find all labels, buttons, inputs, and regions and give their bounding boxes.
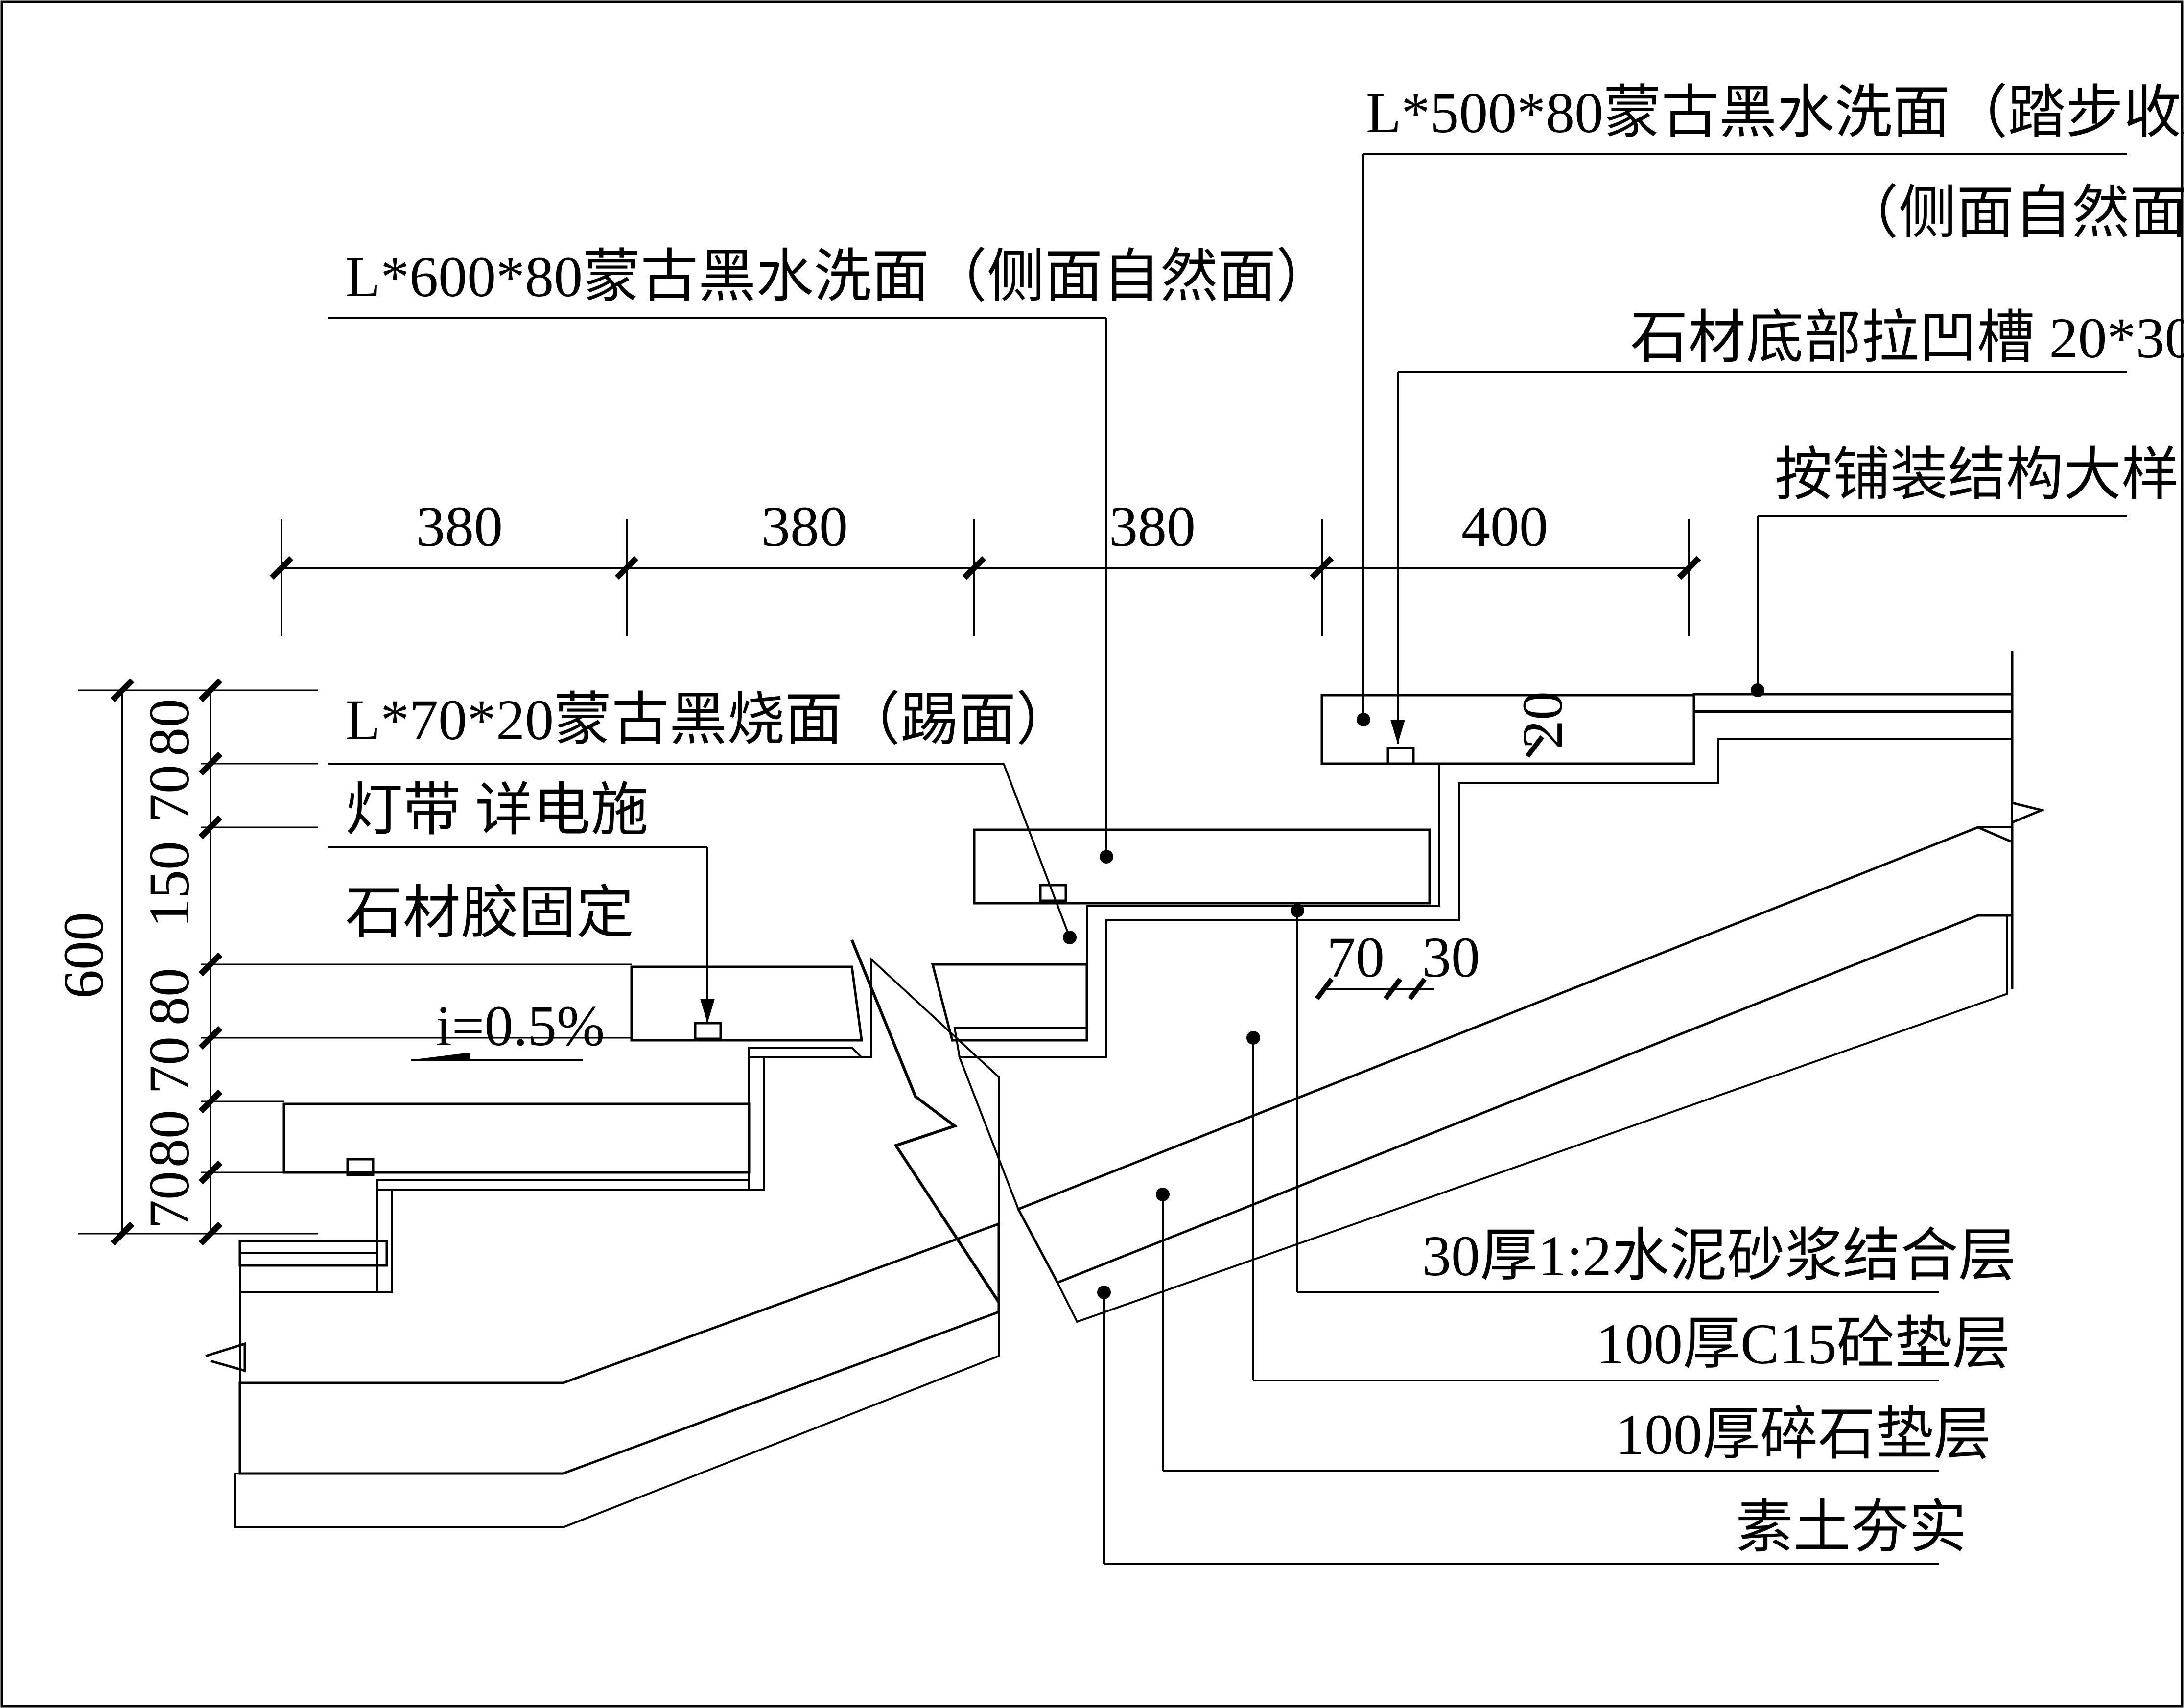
label-layer-mortar: 30厚1:2水泥砂浆结合层: [1422, 1224, 2016, 1288]
label-paving-ref: 按铺装结构大样: [1775, 443, 2179, 507]
dim-v-80b: 80: [137, 968, 201, 1026]
label-top-right-stone-side: （侧面自然面）: [1841, 181, 2184, 245]
leader-lines: [328, 153, 2127, 1565]
label-top-right-stone: L*500*80蒙古黑水洗面（踏步收边）: [1366, 81, 2184, 145]
dim-20-detail: 20: [1510, 691, 1574, 749]
dim-380-3: 380: [1109, 494, 1196, 559]
dim-600: 600: [51, 912, 116, 999]
dim-v-70c: 70: [137, 1171, 201, 1229]
label-layer-soil: 素土夯实: [1736, 1496, 1967, 1560]
dim-30-detail: 30: [1422, 925, 1480, 989]
label-layer-concrete: 100厚C15砼垫层: [1596, 1312, 2010, 1376]
label-slope: i=0.5%: [436, 994, 605, 1058]
label-layer-gravel: 100厚碎石垫层: [1616, 1403, 1991, 1467]
top-dimension-lines: [269, 519, 1701, 636]
detail-dimension-lines: [1315, 735, 1544, 1000]
label-groove: 石材底部拉凹槽 20*30: [1630, 306, 2184, 370]
label-mid-stone: L*600*80蒙古黑水洗面（侧面自然面）: [345, 245, 1334, 309]
dim-380-2: 380: [761, 494, 848, 559]
dim-v-70a: 70: [137, 765, 201, 822]
left-dimension-lines: [78, 678, 632, 1246]
right-section: [931, 651, 2045, 1323]
left-section: [205, 939, 1000, 1528]
dim-v-150: 150: [137, 841, 201, 928]
dim-400: 400: [1461, 494, 1548, 559]
dim-380-1: 380: [416, 494, 503, 559]
dim-v-80c: 80: [137, 1110, 201, 1168]
label-glue: 石材胶固定: [345, 881, 634, 945]
dim-70-detail: 70: [1327, 925, 1385, 989]
label-riser: L*70*20蒙古黑烧面（踢面）: [345, 688, 1074, 752]
dim-v-70b: 70: [137, 1036, 201, 1094]
label-light-strip: 灯带 详电施: [345, 778, 649, 842]
dim-v-80a: 80: [137, 699, 201, 756]
